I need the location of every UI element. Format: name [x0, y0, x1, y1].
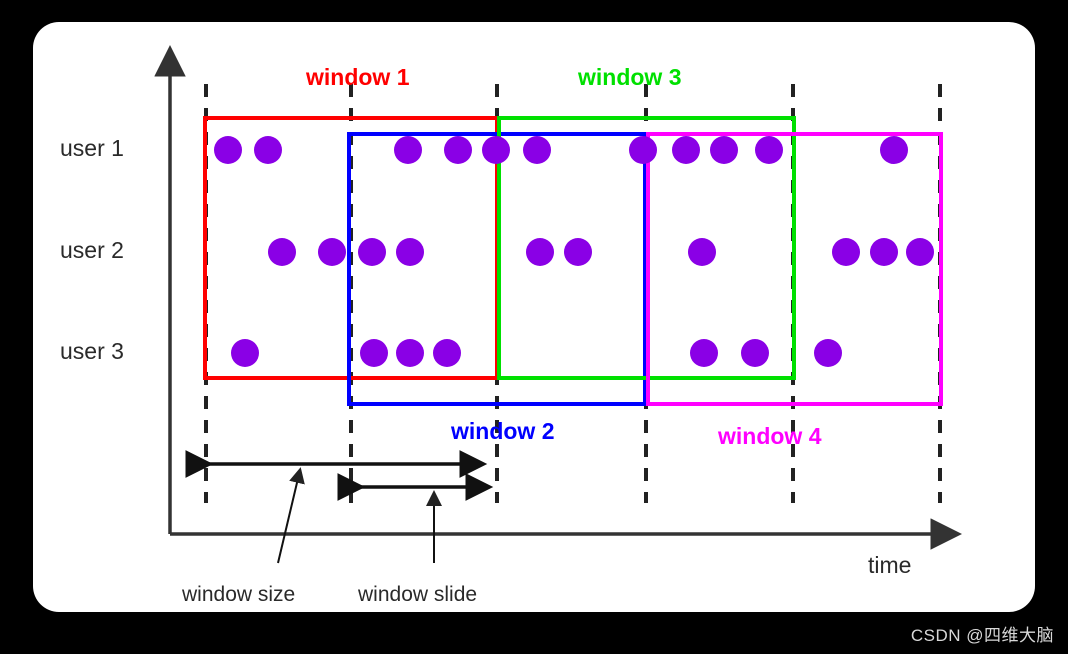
event-dot-u2-2 [318, 238, 346, 266]
event-dot-u1-2 [254, 136, 282, 164]
watermark: CSDN @四维大脑 [910, 626, 1054, 645]
window-label-1: window 1 [306, 64, 410, 90]
window-boxes [203, 116, 943, 406]
event-dot-u2-1 [268, 238, 296, 266]
event-dot-u2-9 [870, 238, 898, 266]
event-dot-u1-9 [710, 136, 738, 164]
row-label-3: user 3 [60, 338, 124, 364]
axes-group [154, 45, 962, 550]
event-dot-u2-5 [526, 238, 554, 266]
event-dot-u1-10 [755, 136, 783, 164]
event-dot-u2-10 [906, 238, 934, 266]
window-box-4 [646, 132, 943, 406]
row-label-1: user 1 [60, 135, 124, 161]
annotation-label-size: window size [182, 583, 296, 606]
event-dot-u1-6 [523, 136, 551, 164]
event-dot-u1-1 [214, 136, 242, 164]
window-label-4: window 4 [718, 423, 822, 449]
event-dot-u3-1 [231, 339, 259, 367]
event-dot-u3-6 [741, 339, 769, 367]
annotation-label-slide: window slide [358, 583, 478, 606]
event-dot-u3-4 [433, 339, 461, 367]
event-dot-u2-3 [358, 238, 386, 266]
event-dot-u3-7 [814, 339, 842, 367]
event-dot-u2-4 [396, 238, 424, 266]
event-dot-u2-8 [832, 238, 860, 266]
time-boundary-lines [204, 84, 942, 503]
event-dot-u3-2 [360, 339, 388, 367]
window-label-2: window 2 [451, 418, 555, 444]
row-label-2: user 2 [60, 237, 124, 263]
window-label-3: window 3 [578, 64, 682, 90]
event-dot-u1-11 [880, 136, 908, 164]
event-dot-u1-3 [394, 136, 422, 164]
event-dots [214, 136, 934, 367]
event-dot-u1-8 [672, 136, 700, 164]
event-dot-u3-3 [396, 339, 424, 367]
measure-arrows [185, 450, 494, 564]
event-dot-u1-7 [629, 136, 657, 164]
event-dot-u1-4 [444, 136, 472, 164]
event-dot-u1-5 [482, 136, 510, 164]
figure-card [33, 22, 1035, 612]
pointer-line-size [277, 467, 305, 564]
event-dot-u2-6 [564, 238, 592, 266]
event-dot-u2-7 [688, 238, 716, 266]
x-axis-label: time [868, 552, 912, 578]
event-dot-u3-5 [690, 339, 718, 367]
